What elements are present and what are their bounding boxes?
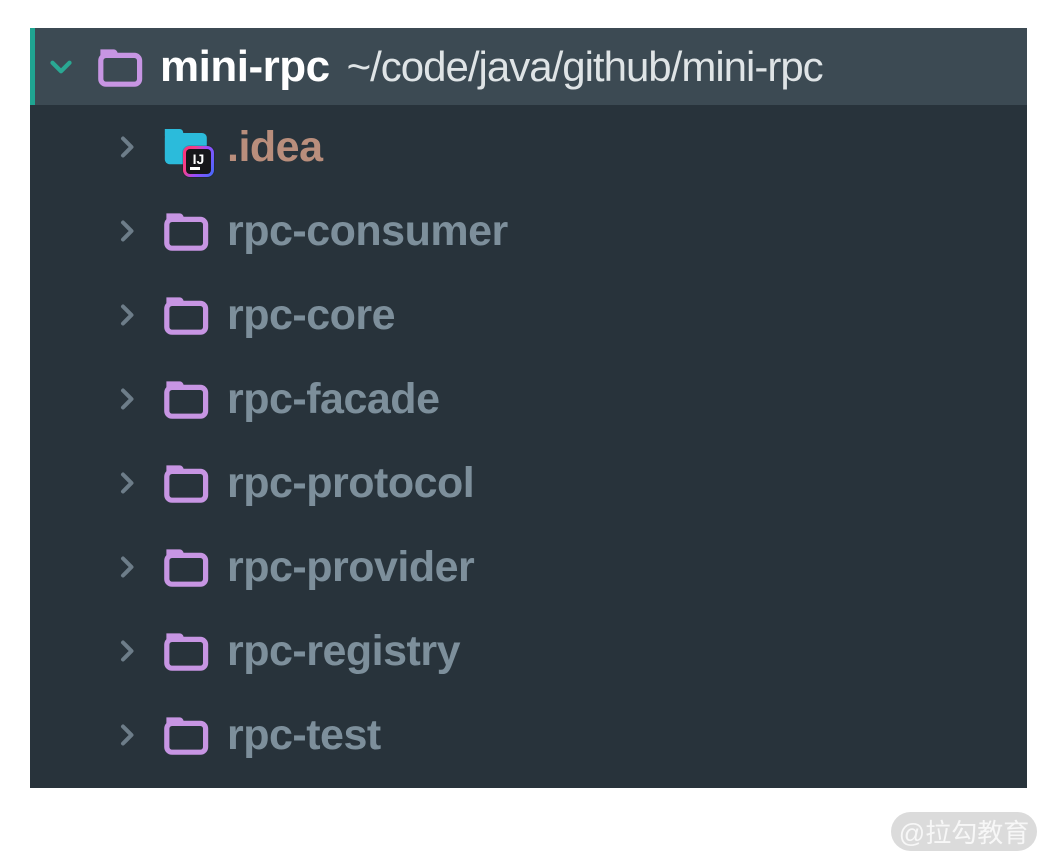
tree-row-idea[interactable]: IJ .idea [30,105,1027,189]
tree-item-label: rpc-core [227,290,396,339]
tree-row-rpc-test[interactable]: rpc-test [30,693,1027,777]
tree-row-rpc-consumer[interactable]: rpc-consumer [30,189,1027,273]
tree-row-root-mini-rpc[interactable]: mini-rpc ~/code/java/github/mini-rpc [30,28,1027,105]
chevron-down-icon[interactable] [44,52,78,82]
tree-row-rpc-core[interactable]: rpc-core [30,273,1027,357]
intellij-logo-badge: IJ [183,146,214,177]
tree-row-rpc-protocol[interactable]: rpc-protocol [30,441,1027,525]
folder-icon [160,459,212,507]
selection-stripe [30,28,35,105]
folder-icon [160,543,212,591]
tree-item-label: rpc-provider [227,542,475,591]
tree-item-label: rpc-consumer [227,206,508,255]
tree-item-label: rpc-registry [227,626,460,675]
chevron-right-icon[interactable] [112,718,142,752]
tree-item-label: .idea [227,122,323,171]
project-root-name: mini-rpc [160,41,330,91]
project-path: ~/code/java/github/mini-rpc [346,42,824,90]
chevron-right-icon[interactable] [112,382,142,416]
folder-icon [160,291,212,339]
folder-icon [94,43,146,91]
tree-item-label: rpc-facade [227,374,440,423]
chevron-right-icon[interactable] [112,466,142,500]
chevron-right-icon[interactable] [112,298,142,332]
tree-row-rpc-facade[interactable]: rpc-facade [30,357,1027,441]
tree-item-label: rpc-test [227,710,381,759]
chevron-right-icon[interactable] [112,130,142,164]
tree-item-label: rpc-protocol [227,458,475,507]
idea-config-folder-icon: IJ [160,123,214,177]
tree-row-rpc-provider[interactable]: rpc-provider [30,525,1027,609]
folder-icon [160,375,212,423]
chevron-right-icon[interactable] [112,214,142,248]
folder-icon [160,627,212,675]
folder-icon [160,711,212,759]
project-tree-panel: mini-rpc ~/code/java/github/mini-rpc IJ … [30,28,1027,788]
chevron-right-icon[interactable] [112,550,142,584]
folder-icon [160,207,212,255]
chevron-right-icon[interactable] [112,634,142,668]
tree-row-rpc-registry[interactable]: rpc-registry [30,609,1027,693]
watermark-badge: @拉勾教育 [891,812,1037,851]
